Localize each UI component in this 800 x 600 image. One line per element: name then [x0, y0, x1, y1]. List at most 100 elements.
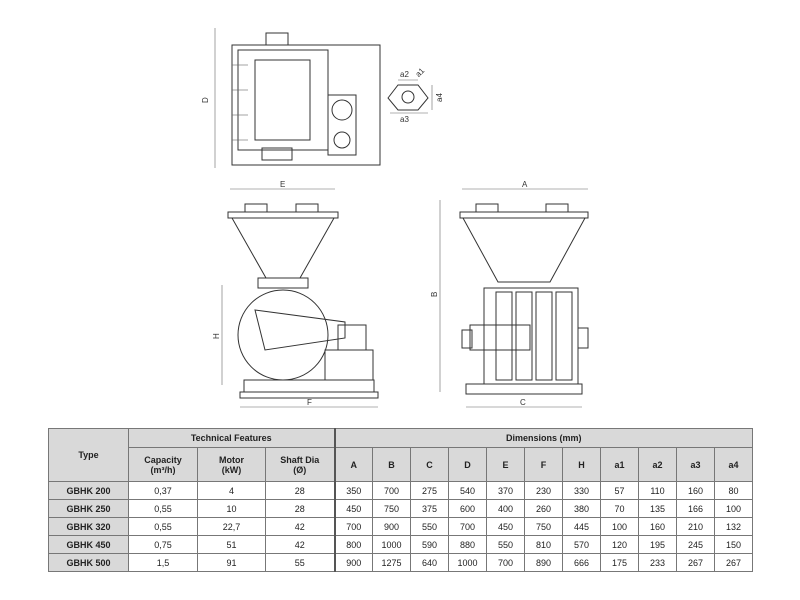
tech-cell: 4: [197, 481, 266, 500]
dimension-cell: 590: [410, 535, 449, 554]
dimension-label-A: A: [522, 180, 528, 189]
dimension-label-E: E: [280, 180, 285, 189]
tech-cell: 91: [197, 553, 266, 572]
dimension-cell: 666: [562, 553, 601, 572]
dimension-cell: 275: [410, 481, 449, 500]
dimension-cell: 120: [600, 535, 639, 554]
dimension-label-C: C: [520, 398, 526, 407]
dimension-cell: 350: [333, 481, 373, 500]
dimension-cell: 890: [524, 553, 563, 572]
dimension-column-header: C: [410, 447, 449, 482]
type-cell: GBHK 320: [48, 517, 129, 536]
front-view-drawing: E H F: [212, 180, 379, 408]
dimension-cell: 260: [524, 499, 563, 518]
tech-cell: 28: [265, 481, 335, 500]
dimension-cell: 160: [676, 481, 715, 500]
type-cell: GBHK 250: [48, 499, 129, 518]
tech-cell: 0,75: [128, 535, 198, 554]
dimension-cell: 330: [562, 481, 601, 500]
dimension-label-a2: a2: [400, 70, 409, 79]
dimension-cell: 640: [410, 553, 449, 572]
dimension-cell: 210: [676, 517, 715, 536]
tech-cell: 28: [265, 499, 335, 518]
tech-column-header: Motor (kW): [197, 447, 266, 482]
dimension-cell: 700: [448, 517, 487, 536]
dimension-cell: 267: [714, 553, 753, 572]
dimension-label-H: H: [212, 333, 221, 339]
dimension-cell: 800: [333, 535, 373, 554]
tech-cell: 0,55: [128, 499, 198, 518]
dimension-cell: 195: [638, 535, 677, 554]
dimension-cell: 445: [562, 517, 601, 536]
technical-features-header: Technical Features: [128, 428, 335, 448]
dimension-cell: 750: [524, 517, 563, 536]
specifications-table: Type Technical Features Dimensions (mm) …: [48, 428, 753, 572]
dimension-label-D: D: [201, 97, 210, 103]
dimension-cell: 135: [638, 499, 677, 518]
dimension-cell: 900: [333, 553, 373, 572]
dimension-cell: 400: [486, 499, 525, 518]
dimension-cell: 380: [562, 499, 601, 518]
dimension-cell: 550: [486, 535, 525, 554]
dimension-column-header: B: [372, 447, 411, 482]
dimension-cell: 100: [600, 517, 639, 536]
dimension-column-header: a3: [676, 447, 715, 482]
dimension-cell: 166: [676, 499, 715, 518]
dimension-cell: 132: [714, 517, 753, 536]
dimension-cell: 880: [448, 535, 487, 554]
dimension-column-header: a4: [714, 447, 753, 482]
dimension-cell: 570: [562, 535, 601, 554]
dimension-cell: 700: [486, 553, 525, 572]
tech-cell: 0,55: [128, 517, 198, 536]
dimension-cell: 550: [410, 517, 449, 536]
tech-cell: 42: [265, 517, 335, 536]
dimension-column-header: E: [486, 447, 525, 482]
dimension-cell: 750: [372, 499, 411, 518]
dimension-label-a4: a4: [435, 93, 444, 102]
dimension-cell: 450: [486, 517, 525, 536]
dimension-cell: 600: [448, 499, 487, 518]
dimension-cell: 245: [676, 535, 715, 554]
top-view-drawing: D: [201, 28, 381, 168]
tech-cell: 1,5: [128, 553, 198, 572]
dimension-label-F: F: [307, 398, 312, 407]
dimension-cell: 160: [638, 517, 677, 536]
dimension-cell: 233: [638, 553, 677, 572]
flange-detail-drawing: a2 a1 a3 a4: [387, 66, 444, 124]
dimension-cell: 70: [600, 499, 639, 518]
dimension-cell: 375: [410, 499, 449, 518]
dimension-column-header: D: [448, 447, 487, 482]
tech-cell: 0,37: [128, 481, 198, 500]
dimension-cell: 810: [524, 535, 563, 554]
dimension-cell: 700: [333, 517, 373, 536]
tech-column-header: Capacity (m³/h): [128, 447, 198, 482]
dimension-label-a1: a1: [414, 66, 427, 79]
dimension-column-header: a2: [638, 447, 677, 482]
dimension-cell: 1000: [372, 535, 411, 554]
dimension-column-header: H: [562, 447, 601, 482]
dimension-cell: 230: [524, 481, 563, 500]
type-header: Type: [48, 428, 129, 482]
dimension-cell: 175: [600, 553, 639, 572]
dimension-cell: 80: [714, 481, 753, 500]
dimensions-header: Dimensions (mm): [333, 428, 753, 448]
dimension-cell: 700: [372, 481, 411, 500]
tech-cell: 22,7: [197, 517, 266, 536]
tech-column-header: Shaft Dia (Ø): [265, 447, 335, 482]
dimension-column-header: F: [524, 447, 563, 482]
technical-drawings: D a2 a1 a3 a4 E H F A: [201, 28, 589, 408]
tech-cell: 10: [197, 499, 266, 518]
dimension-cell: 450: [333, 499, 373, 518]
tech-cell: 51: [197, 535, 266, 554]
type-cell: GBHK 500: [48, 553, 129, 572]
dimension-label-a3: a3: [400, 115, 409, 124]
dimension-cell: 900: [372, 517, 411, 536]
tech-cell: 55: [265, 553, 335, 572]
dimension-label-B: B: [430, 292, 439, 297]
dimension-cell: 100: [714, 499, 753, 518]
